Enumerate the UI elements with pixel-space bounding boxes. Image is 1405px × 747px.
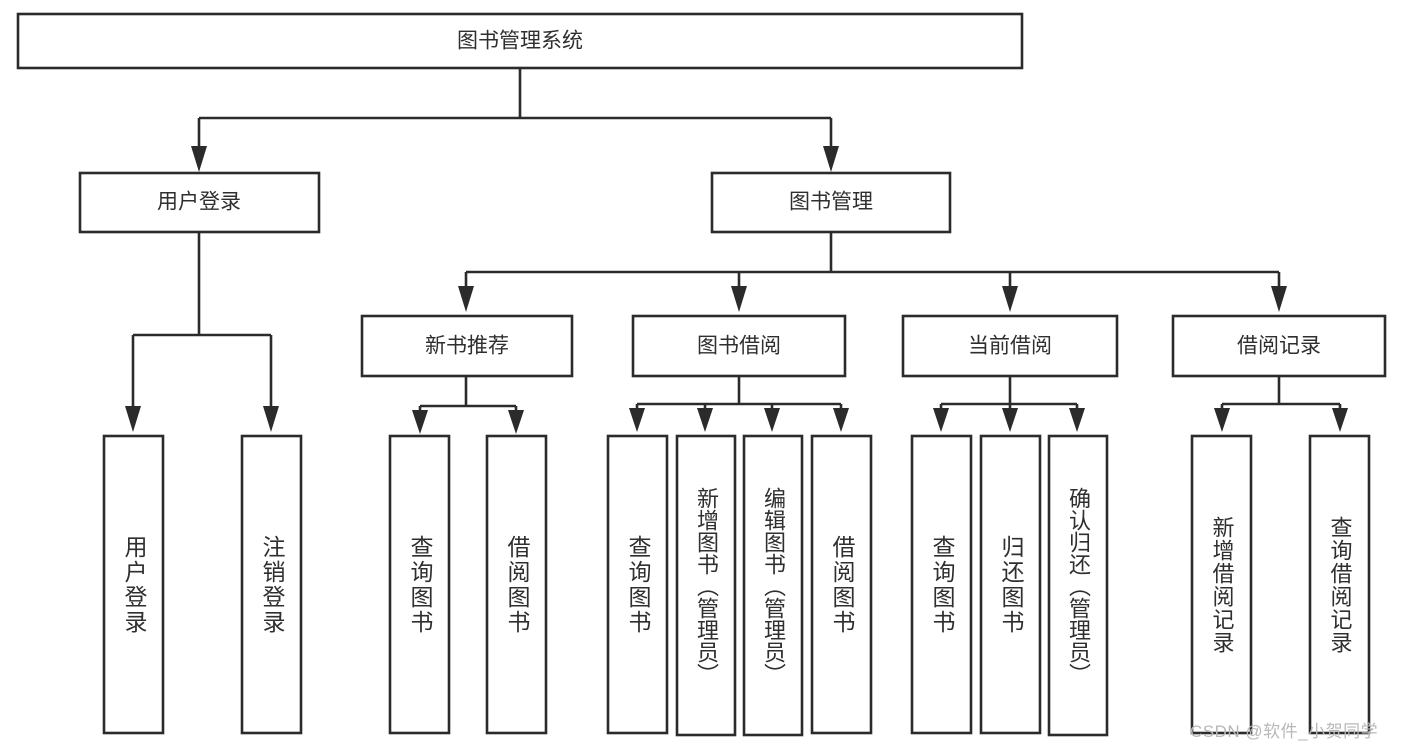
csdn-watermark: CSDN @软件_小贺同学 bbox=[1190, 722, 1379, 741]
arrowhead-leaf-return-book bbox=[1002, 408, 1018, 432]
node-group: 图书管理系统 用户登录 图书管理 新书推荐 图书借阅 当前借阅 借阅记录 bbox=[16, 12, 1387, 737]
node-root[interactable] bbox=[16, 12, 1024, 70]
arrowhead-book-borrow bbox=[731, 286, 747, 312]
arrowhead-new-book-recommend bbox=[458, 286, 474, 312]
node-leaf-return-book[interactable] bbox=[979, 434, 1042, 735]
arrowhead-leaf-confirm-return bbox=[1069, 408, 1085, 432]
node-root-label: 图书管理系统 bbox=[457, 30, 583, 53]
node-new-book-recommend[interactable] bbox=[360, 314, 574, 378]
node-user-login-label: 用户登录 bbox=[157, 191, 241, 214]
node-leaf-borrow-book-1[interactable] bbox=[485, 434, 548, 735]
node-leaf-query-book-3[interactable] bbox=[910, 434, 973, 735]
arrowhead-leaf-query-book-1 bbox=[412, 410, 428, 434]
arrowhead-borrow-record bbox=[1271, 286, 1287, 312]
node-leaf-edit-book[interactable] bbox=[742, 434, 804, 737]
node-book-manage-label: 图书管理 bbox=[789, 191, 873, 214]
node-leaf-confirm-return[interactable] bbox=[1047, 434, 1109, 737]
arrowhead-leaf-logout bbox=[263, 406, 279, 432]
arrowhead-current-borrow bbox=[1002, 286, 1018, 312]
node-leaf-query-book-1[interactable] bbox=[388, 434, 451, 735]
arrowhead-leaf-add-book bbox=[697, 408, 713, 432]
node-borrow-record[interactable] bbox=[1171, 314, 1387, 378]
arrowhead-leaf-query-record bbox=[1332, 408, 1348, 432]
arrowhead-leaf-user-login bbox=[125, 406, 141, 432]
node-current-borrow[interactable] bbox=[901, 314, 1119, 378]
node-leaf-query-book-2[interactable] bbox=[606, 434, 669, 735]
node-user-login[interactable] bbox=[78, 171, 321, 234]
node-leaf-borrow-book-2[interactable] bbox=[810, 434, 873, 735]
arrowhead-user-login bbox=[191, 146, 207, 172]
arrowhead-leaf-query-book-3 bbox=[933, 408, 949, 432]
node-borrow-record-label: 借阅记录 bbox=[1237, 335, 1321, 358]
node-new-book-recommend-label: 新书推荐 bbox=[425, 335, 509, 358]
node-leaf-user-login[interactable] bbox=[102, 434, 165, 735]
arrowhead-book-manage bbox=[823, 146, 839, 172]
connector-group bbox=[125, 68, 1348, 434]
node-current-borrow-label: 当前借阅 bbox=[968, 335, 1052, 358]
arrowhead-leaf-add-record bbox=[1214, 408, 1230, 432]
arrowhead-leaf-borrow-book-1 bbox=[508, 410, 524, 434]
node-book-borrow-label: 图书借阅 bbox=[697, 335, 781, 358]
arrowhead-leaf-edit-book bbox=[764, 408, 780, 432]
node-leaf-logout[interactable] bbox=[240, 434, 303, 735]
node-leaf-add-book[interactable] bbox=[675, 434, 737, 737]
node-book-borrow[interactable] bbox=[631, 314, 847, 378]
arrowhead-leaf-query-book-2 bbox=[629, 408, 645, 432]
node-book-manage[interactable] bbox=[710, 171, 952, 234]
arrowhead-leaf-borrow-book-2 bbox=[833, 408, 849, 432]
node-leaf-add-record[interactable] bbox=[1190, 434, 1253, 735]
node-leaf-query-record[interactable] bbox=[1308, 434, 1371, 735]
